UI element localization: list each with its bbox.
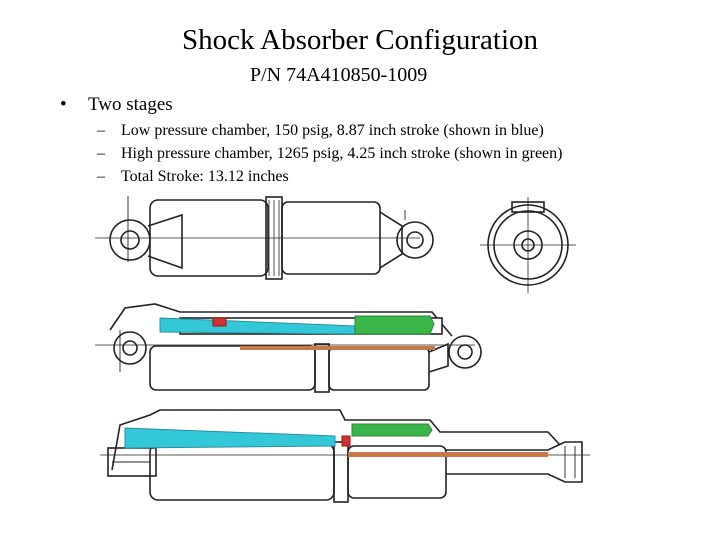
sub-bullet-text: Total Stroke: 13.12 inches: [121, 168, 289, 185]
dash-marker: –: [97, 145, 105, 162]
rod-1: [240, 346, 435, 350]
sub-bullet-text: Low pressure chamber, 150 psig, 8.87 inc…: [121, 122, 544, 139]
bullet-two-stages: • Two stages: [60, 94, 173, 116]
high-pressure-chamber-1: [354, 315, 435, 335]
part-number: P/N 74A410850-1009: [250, 64, 428, 86]
sub-bullet-low-pressure: –Low pressure chamber, 150 psig, 8.87 in…: [97, 122, 544, 140]
red-marker-1: [212, 317, 227, 327]
bullet-marker: •: [60, 94, 67, 115]
high-pressure-chamber-2: [351, 423, 433, 437]
sub-bullet-high-pressure: –High pressure chamber, 1265 psig, 4.25 …: [97, 145, 562, 163]
sub-bullet-text: High pressure chamber, 1265 psig, 4.25 i…: [121, 145, 563, 162]
dash-marker: –: [97, 122, 105, 139]
bullet-text: Two stages: [88, 94, 173, 115]
sub-bullet-total-stroke: –Total Stroke: 13.12 inches: [97, 168, 289, 186]
red-marker-2: [341, 435, 351, 447]
rod-2: [348, 452, 548, 457]
slide-title: Shock Absorber Configuration: [181, 24, 538, 56]
dash-marker: –: [97, 168, 105, 185]
shock-end-view: [480, 197, 576, 293]
low-pressure-chamber-2: [124, 427, 336, 449]
shock-external-view: [95, 196, 434, 280]
